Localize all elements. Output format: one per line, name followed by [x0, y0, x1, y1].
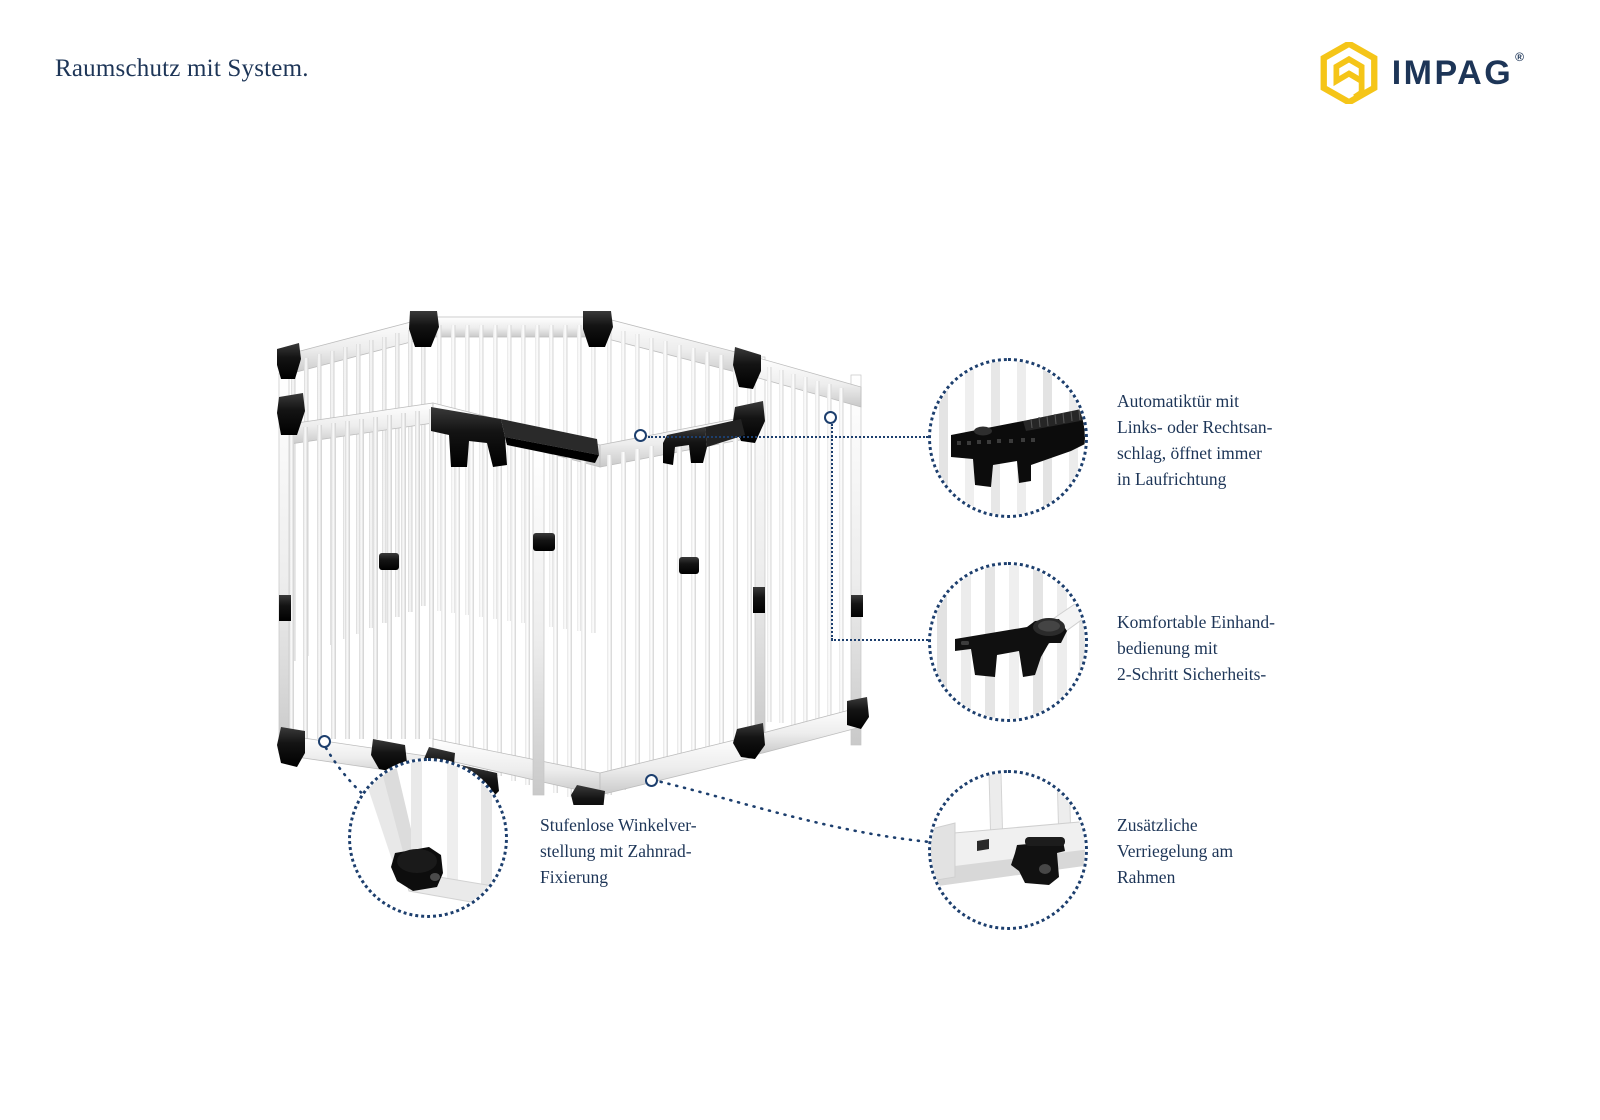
anchor-ring-winkelverstellung: [318, 735, 331, 748]
connector-line-einhand-vertical: [831, 424, 833, 640]
frame-lock-closeup: [931, 773, 1085, 927]
callout-text-einhandbedienung: Komfortable Einhand- bedienung mit 2-Sch…: [1117, 612, 1275, 684]
connector-line-automatiktuer: [648, 436, 928, 438]
registered-mark: ®: [1515, 50, 1524, 65]
door-center-post: [532, 449, 545, 796]
callout-image-automatiktuer: [928, 358, 1088, 518]
automatic-door-hinge-closeup: [931, 361, 1085, 515]
mid-height-clips: [379, 533, 699, 574]
panel-right-side: [754, 356, 862, 756]
automatic-door-hardware: [431, 407, 599, 467]
brand-name: IMPAG: [1391, 53, 1514, 92]
panel-front-right: [599, 414, 756, 796]
product-image-hexagonal-gate: [255, 295, 935, 805]
callout-image-einhandbedienung: [928, 562, 1088, 722]
one-hand-latch-closeup: [931, 565, 1085, 719]
anchor-ring-verriegelung: [645, 774, 658, 787]
callout-text-automatiktuer: Automatiktür mit Links- oder Rechtsan- s…: [1117, 391, 1273, 489]
page-title: Raumschutz mit System.: [55, 55, 309, 82]
callout-text-winkelverstellung: Stufenlose Winkelver- stellung mit Zahnr…: [540, 815, 697, 887]
anchor-ring-einhandbedienung: [824, 411, 837, 424]
anchor-ring-automatiktuer: [634, 429, 647, 442]
gate-illustration: [277, 311, 869, 805]
panel-front-left: [277, 355, 434, 778]
callout-image-winkelverstellung: [348, 758, 508, 918]
brand-wordmark: IMPAG®: [1391, 50, 1524, 93]
gear-hinge-angle-adjustment-closeup: [351, 761, 505, 915]
connector-line-einhand-horizontal: [831, 639, 931, 641]
panel-back-right: [429, 316, 601, 633]
brand-logo: IMPAG®: [1320, 42, 1524, 104]
impag-hexagon-icon: [1320, 42, 1378, 104]
callout-text-verriegelung-rahmen: Zusätzliche Verriegelung am Rahmen: [1117, 815, 1234, 887]
callout-image-verriegelung-rahmen: [928, 770, 1088, 930]
